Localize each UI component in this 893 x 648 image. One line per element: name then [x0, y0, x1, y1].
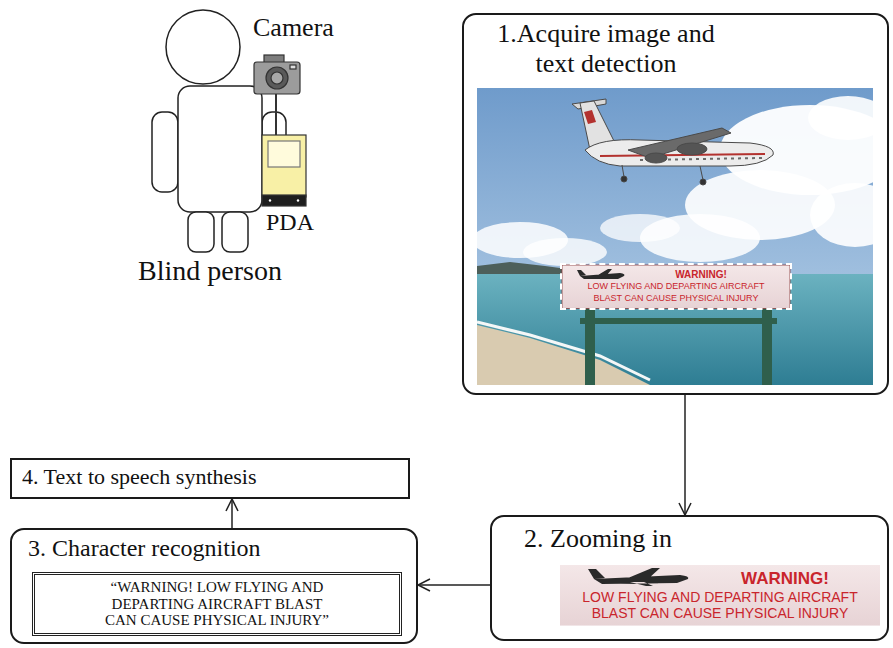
step-title: 1.Acquire image and text detection: [486, 19, 726, 79]
step-title: 3. Character recognition: [28, 534, 416, 563]
recognized-text-box: “WARNING! LOW FLYING AND DEPARTING AIRCR…: [32, 572, 402, 636]
step-panel: 2. Zooming in WARNING!LOW FLYING AND DEPA…: [490, 515, 889, 641]
flow-arrow: [684, 395, 686, 515]
camera-lens: [266, 67, 288, 89]
pda-dot: [269, 199, 271, 201]
sign-heading: WARNING!: [571, 569, 869, 589]
camera-lens-glass: [271, 72, 283, 84]
sign-frame: [580, 318, 777, 324]
camera-body: [254, 62, 300, 94]
sign-text: LOW FLYING AND DEPARTING AIRCRAFT BLAST …: [578, 281, 774, 304]
cloud: [600, 214, 680, 242]
flow-arrow: [231, 499, 233, 528]
person-figure: [152, 10, 286, 252]
camera-flash: [290, 65, 296, 69]
sign-airplane-icon: [588, 568, 688, 586]
fuselage-stripe: [600, 154, 765, 156]
camera-icon: [254, 55, 300, 94]
landing-gear: [700, 166, 703, 180]
wheel: [700, 179, 706, 185]
sign-board: [560, 565, 880, 626]
step-panel: 3. Character recognition “WARNING! LOW FL…: [10, 528, 418, 644]
left-arm: [152, 112, 178, 192]
step-title: 4. Text to speech synthesis: [12, 460, 408, 490]
sign-text: LOW FLYING AND DEPARTING AIRCRAFT BLAST …: [571, 589, 869, 621]
cloud: [810, 183, 873, 247]
head: [166, 10, 240, 84]
step-box: 4. Text to speech synthesis: [10, 458, 410, 499]
recognized-text: “WARNING! LOW FLYING AND DEPARTING AIRCR…: [99, 579, 335, 629]
wheel: [621, 176, 627, 182]
step-panel: 1.Acquire image and text detectionWARNIN…: [462, 13, 889, 395]
pda-dot: [297, 199, 299, 201]
device-label: Camera: [253, 14, 334, 43]
pda-body: [262, 135, 306, 197]
airplane: [572, 99, 773, 185]
zoomed-sign: WARNING!LOW FLYING AND DEPARTING AIRCRAF…: [560, 565, 880, 626]
tail-stripe: [584, 110, 596, 124]
sign-airplane-icon: [577, 269, 625, 279]
detected-text-region: WARNING!LOW FLYING AND DEPARTING AIRCRAF…: [560, 263, 792, 310]
sign-board: [562, 265, 790, 308]
left-leg: [188, 212, 214, 252]
right-leg: [222, 212, 248, 252]
device-label: PDA: [266, 209, 314, 235]
torso: [178, 86, 262, 212]
beach: [477, 325, 650, 385]
camera-wire: [275, 94, 277, 135]
wave-line: [477, 322, 650, 380]
step-title: 2. Zooming in: [524, 523, 887, 554]
engine: [645, 153, 667, 163]
flow-arrow: [418, 584, 490, 586]
landing-gear: [622, 165, 624, 177]
pda-base: [262, 195, 306, 206]
engine: [677, 143, 707, 155]
pda-icon: [262, 135, 306, 206]
clouds: [477, 96, 873, 266]
figure-label: Blind person: [138, 256, 282, 287]
wing: [628, 128, 731, 158]
sign-heading: WARNING!: [578, 269, 774, 281]
pda-screen: [268, 141, 300, 167]
cloud: [523, 238, 607, 266]
beach-photo: [477, 88, 873, 385]
cloud: [808, 96, 873, 140]
sea: [477, 274, 873, 385]
